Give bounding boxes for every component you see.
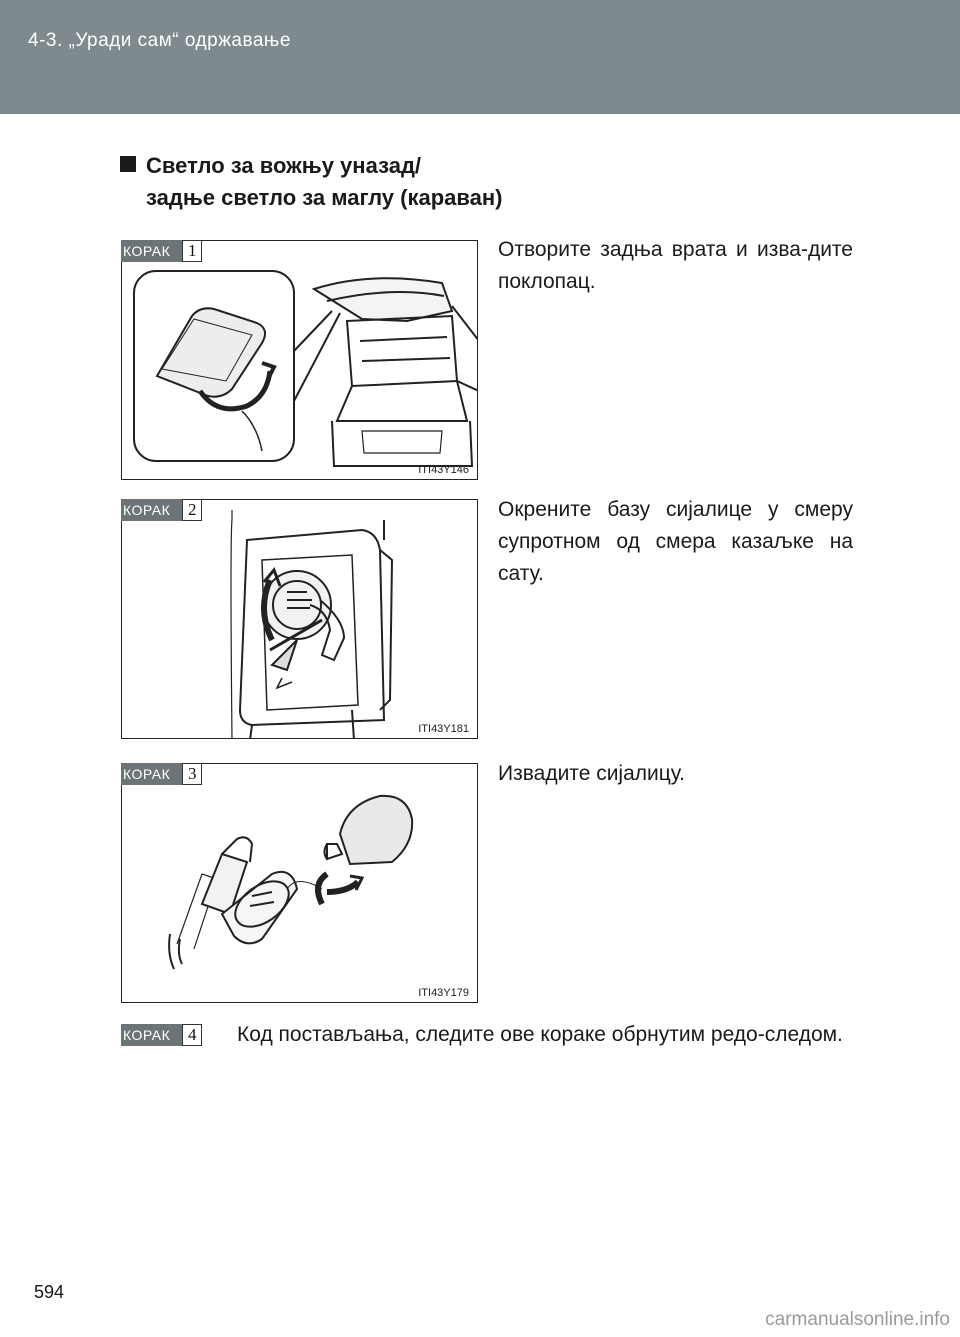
- step-number: 1: [182, 240, 203, 262]
- figure-step-2: ITI43Y181: [121, 499, 478, 739]
- section-title-line1: Светло за вожњу уназад/: [146, 153, 422, 178]
- bulb-removal-illustration: [168, 794, 414, 970]
- step-label: КОРАК: [121, 763, 183, 785]
- figure-code: ITI43Y146: [418, 464, 469, 476]
- step-1-badge: КОРАК 1: [121, 240, 203, 262]
- step-number: 4: [182, 1024, 203, 1046]
- square-bullet-icon: [120, 156, 136, 172]
- figure-step-1: ITI43Y146: [121, 240, 478, 480]
- step-3-badge: КОРАК 3: [121, 763, 203, 785]
- section-title: Светло за вожњу уназад/ задње светло за …: [120, 150, 502, 214]
- page-number: 594: [34, 1282, 65, 1302]
- step-2-badge: КОРАК 2: [121, 499, 203, 521]
- chapter-title: 4-3. „Уради сам“ одржавање: [28, 30, 291, 51]
- figure-step-3: ITI43Y179: [121, 763, 478, 1003]
- tailgate-cover-illustration: [133, 270, 477, 467]
- step-1-text: Отворите задња врата и изва-дите поклопа…: [498, 238, 853, 293]
- step-number: 2: [182, 499, 203, 521]
- figure-code: ITI43Y181: [418, 723, 469, 735]
- step-4-badge: КОРАК 4: [121, 1024, 203, 1046]
- step-3-text: Извадите сијалицу.: [498, 762, 686, 785]
- bulb-socket-rotate-illustration: [230, 510, 394, 738]
- page-header: 4-3. „Уради сам“ одржавање: [0, 0, 960, 114]
- step-number: 3: [182, 763, 203, 785]
- step-label: КОРАК: [121, 499, 183, 521]
- step-label: КОРАК: [121, 1024, 183, 1046]
- step-label: КОРАК: [121, 240, 183, 262]
- step-4-text: Код постављања, следите ове кораке обрну…: [237, 1023, 843, 1046]
- figure-code: ITI43Y179: [418, 987, 469, 999]
- watermark: carmanualsonline.info: [765, 1309, 950, 1330]
- step-2-text: Окрените базу сијалице у смеру супротном…: [498, 498, 853, 585]
- section-title-line2: задње светло за маглу (караван): [146, 185, 503, 210]
